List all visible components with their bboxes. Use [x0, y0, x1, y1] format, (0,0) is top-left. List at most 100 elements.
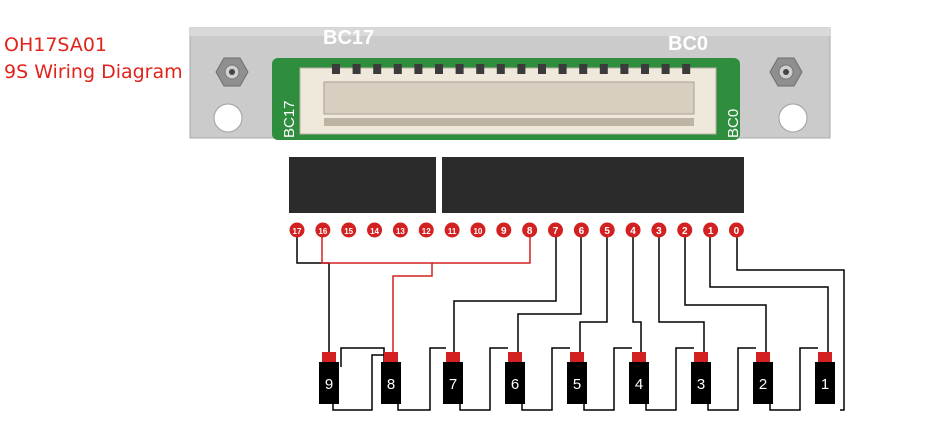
plate-bevel: [190, 28, 830, 36]
wire-pin2-to-cell2: [684, 231, 767, 353]
diagram-title-subtitle: 9S Wiring Diagram: [4, 61, 183, 83]
pin-marker-9: 9: [496, 222, 512, 238]
board-label-bc17: BC17: [323, 27, 374, 49]
cell-body: [815, 362, 835, 404]
cell-terminal-icon: [694, 352, 708, 362]
board-label-bc0: BC0: [668, 33, 708, 55]
pin-marker-8: 8: [522, 222, 538, 238]
battery-cell-4: 4: [629, 352, 649, 404]
pin-label: 1: [708, 226, 714, 237]
pin-dot-icon: [573, 222, 589, 238]
series-link-9-8-top: [340, 347, 385, 367]
black-label-right: [442, 157, 744, 213]
pin-label: 17: [293, 227, 302, 236]
series-link-4-3: [645, 347, 694, 411]
left-mount-hole: [213, 103, 243, 133]
connector-pin-icon: [332, 64, 340, 74]
connector-rail: [324, 118, 694, 126]
pin-dot-icon: [599, 222, 615, 238]
wire-pin3-to-cell3: [658, 231, 705, 353]
series-link-9-8-bottom: [332, 354, 384, 411]
battery-cell-5: 5: [567, 352, 587, 404]
pin-dot-icon: [315, 222, 331, 238]
pin-dot-icon: [677, 222, 693, 238]
pin-label: 4: [630, 226, 636, 237]
connector-pin-icon: [641, 64, 649, 74]
pin-label: 11: [448, 227, 457, 236]
pin-dot-icon: [496, 222, 512, 238]
connector-pin-icon: [352, 64, 361, 74]
pin-marker-7: 7: [548, 222, 563, 238]
battery-cell-6: 6: [505, 352, 525, 404]
connector-pin-icon: [538, 64, 546, 74]
pin-marker-2: 2: [677, 222, 693, 238]
cell-label: 1: [821, 376, 829, 393]
pin-dot-icon: [651, 222, 667, 238]
cell-label: 9: [325, 376, 333, 393]
cell-terminal-icon: [818, 352, 832, 362]
series-link-2-1: [769, 347, 818, 411]
pin-marker-16: 16: [315, 222, 331, 238]
connector-pin-icon: [661, 64, 670, 74]
pin-marker-15: 15: [341, 222, 357, 238]
pin-label: 16: [318, 227, 327, 236]
pin-marker-12: 12: [418, 222, 434, 238]
pin-dot-icon: [367, 222, 383, 238]
pin-label: 8: [527, 226, 533, 237]
connector-pin-icon: [599, 64, 608, 74]
wire-pin17-to-cell9: [296, 231, 330, 353]
pin-dot-icon: [728, 222, 744, 238]
cell-body: [505, 362, 525, 404]
pin-label: 7: [553, 226, 559, 237]
pin-marker-4: 4: [625, 222, 641, 238]
cell-body: [629, 362, 649, 404]
right-bolt-icon: [769, 57, 803, 87]
wire-pin5-to-cell5: [579, 231, 608, 353]
pcb-label-bc0: BC0: [725, 109, 742, 138]
cell-body: [753, 362, 773, 404]
wire-pin1-to-cell1: [709, 231, 829, 353]
cell-label: 3: [697, 376, 705, 393]
wire-pin8-to-bus: [432, 231, 531, 264]
pin-label: 3: [656, 226, 662, 237]
wire-pin16-to-cell8: [321, 231, 433, 353]
pin-label: 10: [473, 227, 482, 236]
pin-dot-icon: [625, 222, 641, 238]
pin-dot-icon: [392, 222, 408, 238]
pin-label: 15: [344, 227, 353, 236]
cell-body: [381, 362, 401, 404]
right-mount-hole: [778, 103, 808, 133]
cell-label: 7: [449, 376, 457, 393]
cell-terminal-icon: [384, 352, 398, 362]
pin-label: 9: [501, 226, 507, 237]
pin-label: 2: [682, 226, 688, 237]
battery-cell-1: 1: [815, 352, 835, 404]
battery-cell-7: 7: [443, 352, 463, 404]
battery-cell-2: 2: [753, 352, 773, 404]
cell-body: [567, 362, 587, 404]
bms-board: BC17 BC0 BC17 BC0: [189, 27, 831, 140]
connector-pin-icon: [455, 64, 464, 74]
series-link-7-6: [459, 347, 508, 411]
series-link-8-7: [397, 347, 446, 411]
pcb-label-bc17: BC17: [281, 100, 298, 138]
connector-pin-icon: [558, 64, 567, 74]
wire-pin7-to-cell7: [453, 231, 557, 353]
cell-label: 2: [759, 376, 767, 393]
pin-label: 0: [734, 226, 740, 237]
cell-body: [443, 362, 463, 404]
cell-body: [319, 362, 339, 404]
connector-pin-icon: [496, 64, 505, 74]
pin-marker-11: 11: [444, 222, 460, 238]
connector-slot: [323, 81, 695, 115]
wires: [296, 231, 845, 411]
pin-dot-icon: [470, 222, 486, 238]
pin-label: 14: [370, 227, 379, 236]
left-bolt-icon: [215, 57, 249, 87]
pin-dot-icon: [548, 222, 563, 238]
cell-terminal-icon: [322, 352, 336, 362]
cell-terminal-icon: [508, 352, 522, 362]
